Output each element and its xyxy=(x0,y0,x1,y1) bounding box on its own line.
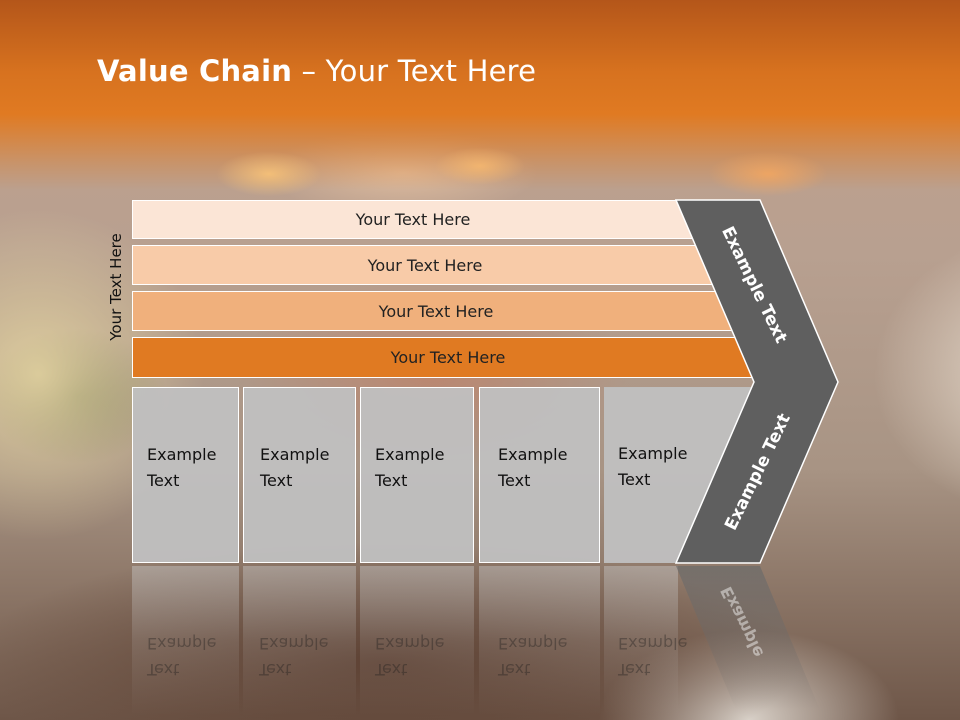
activity-box-1-line2: Text xyxy=(147,471,180,490)
reflection-text-5-line1: Example xyxy=(618,634,688,653)
reflection-text-1-line2: Text xyxy=(147,660,180,679)
band-4: Your Text Here xyxy=(132,337,764,378)
reflection-text-2-line1: Example xyxy=(259,634,329,653)
activity-box-5-line2: Text xyxy=(618,470,651,489)
reflection-box-2 xyxy=(243,566,356,716)
chevron-reflection-shape xyxy=(676,566,820,710)
band-2-label: Your Text Here xyxy=(367,255,483,275)
activity-box-1-line1: Example xyxy=(147,445,217,464)
activity-box-3: Example Text xyxy=(360,387,474,563)
reflection-text-2: Text Example xyxy=(259,630,328,682)
title-bold: Value Chain xyxy=(97,54,293,88)
activity-box-2: Example Text xyxy=(243,387,356,563)
reflection-text-3: Text Example xyxy=(375,630,444,682)
activity-box-2-line1: Example xyxy=(260,445,330,464)
reflection-box-5 xyxy=(604,566,678,716)
title-rest: – Your Text Here xyxy=(292,54,537,88)
activity-box-4-line1: Example xyxy=(498,445,568,464)
chevron-shape xyxy=(674,199,839,564)
activity-box-4-line2: Text xyxy=(498,471,531,490)
band-2: Your Text Here xyxy=(132,245,718,285)
band-3: Your Text Here xyxy=(132,291,740,331)
reflection-text-2-line2: Text xyxy=(259,660,292,679)
background-flames xyxy=(0,130,960,210)
reflection-text-3-line2: Text xyxy=(375,660,408,679)
reflection-text-1: Text Example xyxy=(147,630,216,682)
reflection-text-3-line1: Example xyxy=(375,634,445,653)
activity-box-3-line1: Example xyxy=(375,445,445,464)
band-4-label: Your Text Here xyxy=(390,348,506,367)
reflection-text-4-line2: Text xyxy=(498,660,531,679)
reflection-text-5-line2: Text xyxy=(618,660,651,679)
activity-box-5-line1: Example xyxy=(618,444,688,463)
page-title: Value Chain – Your Text Here xyxy=(97,54,536,88)
band-1-label: Your Text Here xyxy=(355,210,471,229)
reflection-text-4-line1: Example xyxy=(498,634,568,653)
band-3-label: Your Text Here xyxy=(378,301,494,321)
reflection-box-1 xyxy=(132,566,239,716)
activity-box-1: Example Text xyxy=(132,387,239,563)
activity-box-4: Example Text xyxy=(479,387,600,563)
reflection-box-3 xyxy=(360,566,474,716)
reflection-box-4 xyxy=(479,566,600,716)
activity-box-5-text: Example Text xyxy=(618,441,687,493)
reflection-text-4: Text Example xyxy=(498,630,567,682)
reflection-text-5: Text Example xyxy=(618,630,687,682)
reflection-text-1-line1: Example xyxy=(147,634,217,653)
activity-box-3-line2: Text xyxy=(375,471,408,490)
activity-box-2-line2: Text xyxy=(260,471,293,490)
band-1: Your Text Here xyxy=(132,200,694,239)
